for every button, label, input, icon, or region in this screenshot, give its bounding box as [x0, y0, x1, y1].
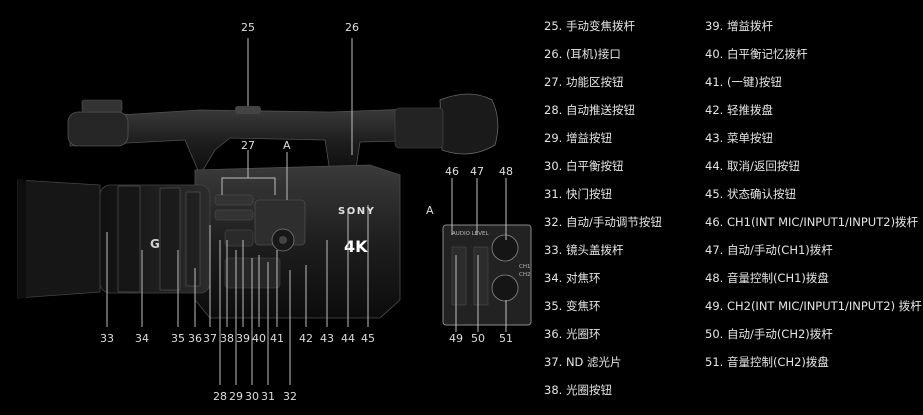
legend-item: 51. 音量控制(CH2)拨盘: [705, 355, 829, 369]
callout-44: 44: [341, 332, 355, 345]
legend-item: 45. 状态确认按钮: [705, 187, 796, 201]
callout-a-body: A: [283, 139, 291, 152]
callout-39: 39: [236, 332, 250, 345]
callout-51: 51: [499, 332, 513, 345]
callout-36: 36: [188, 332, 202, 345]
lens-g-mark: G: [150, 237, 160, 251]
callout-40: 40: [252, 332, 266, 345]
legend-item: 41. (一键)按钮: [705, 75, 782, 89]
brand-mark: SONY: [338, 206, 375, 217]
legend-item: 33. 镜头盖拨杆: [544, 243, 624, 257]
callout-37: 37: [203, 332, 217, 345]
legend-item: 34. 对焦环: [544, 271, 601, 285]
audio-panel-title: AUDIO LEVEL: [452, 231, 489, 237]
ch1-mark: CH1: [519, 264, 530, 270]
iris-ring: [185, 191, 201, 287]
legend-item: 28. 自动推送按钮: [544, 103, 635, 117]
audio-panel-inset: AUDIO LEVEL CH1 CH2: [442, 224, 532, 326]
handle-grip: [67, 111, 129, 147]
lens-hood: [17, 179, 101, 299]
callout-26: 26: [345, 21, 359, 34]
legend-right-column: 39. 增益拨杆 40. 白平衡记忆拨杆 41. (一键)按钮 42. 轻推拨盘…: [705, 12, 922, 376]
legend-item: 35. 变焦环: [544, 299, 601, 313]
camera-diagram: SONY 4K G AUDIO LEVEL CH1 CH2: [17, 21, 532, 403]
legend-item: 47. 自动/手动(CH1)拨杆: [705, 243, 833, 257]
legend-item: 26. (耳机)接口: [544, 47, 621, 61]
callout-34: 34: [135, 332, 149, 345]
legend-item: 31. 快门按钮: [544, 187, 612, 201]
legend-item: 37. ND 滤光片: [544, 355, 622, 369]
legend-item: 43. 菜单按钮: [705, 131, 773, 145]
callout-a-inset: A: [426, 204, 434, 217]
callout-49: 49: [449, 332, 463, 345]
callout-48: 48: [499, 165, 513, 178]
legend-item: 32. 自动/手动调节按钮: [544, 215, 662, 229]
callout-31: 31: [261, 390, 275, 403]
callout-50: 50: [471, 332, 485, 345]
shoe: [81, 99, 123, 113]
legend-item: 36. 光圈环: [544, 327, 601, 341]
eyecup: [439, 93, 499, 155]
callout-27: 27: [241, 139, 255, 152]
legend-item: 39. 增益拨杆: [705, 19, 773, 33]
callout-46: 46: [445, 165, 459, 178]
callout-45: 45: [361, 332, 375, 345]
focus-ring: [117, 185, 141, 293]
legend-item: 25. 手动变焦拨杆: [544, 19, 635, 33]
camcorder-illustration: SONY 4K G: [17, 93, 499, 319]
callout-25: 25: [241, 21, 255, 34]
legend-item: 42. 轻推拨盘: [705, 103, 773, 117]
callout-33: 33: [100, 332, 114, 345]
callout-30: 30: [245, 390, 259, 403]
legend-item: 44. 取消/返回按钮: [705, 159, 800, 173]
callout-47: 47: [470, 165, 484, 178]
format-badge: 4K: [344, 237, 368, 256]
viewfinder: [394, 107, 444, 149]
callout-35: 35: [171, 332, 185, 345]
callout-42: 42: [299, 332, 313, 345]
callout-38: 38: [220, 332, 234, 345]
ch2-mark: CH2: [519, 272, 530, 278]
legend-item: 46. CH1(INT MIC/INPUT1/INPUT2)拨杆: [705, 215, 919, 229]
zoom-ring: [159, 187, 181, 291]
ch2-dial: [491, 274, 519, 302]
legend-item: 48. 音量控制(CH1)拨盘: [705, 271, 829, 285]
ch1-dial: [491, 234, 519, 262]
legend-item: 49. CH2(INT MIC/INPUT1/INPUT2) 拨杆: [705, 299, 922, 313]
legend-item: 50. 自动/手动(CH2)拨杆: [705, 327, 833, 341]
callout-labels: 25 26 27 A 46 47 48 A 33 34 35 36 37 38 …: [100, 21, 513, 403]
legend-left-column: 25. 手动变焦拨杆 26. (耳机)接口 27. 功能区按钮 28. 自动推送…: [544, 12, 662, 404]
legend-item: 30. 白平衡按钮: [544, 159, 624, 173]
legend-item: 38. 光圈按钮: [544, 383, 612, 397]
leader-lines: [106, 38, 507, 385]
callout-29: 29: [229, 390, 243, 403]
callout-32: 32: [283, 390, 297, 403]
legend-item: 29. 增益按钮: [544, 131, 612, 145]
callout-43: 43: [320, 332, 334, 345]
callout-28: 28: [213, 390, 227, 403]
callout-41: 41: [270, 332, 284, 345]
legend-item: 27. 功能区按钮: [544, 75, 624, 89]
legend-item: 40. 白平衡记忆拨杆: [705, 47, 808, 61]
zoom-rocker: [235, 106, 261, 114]
